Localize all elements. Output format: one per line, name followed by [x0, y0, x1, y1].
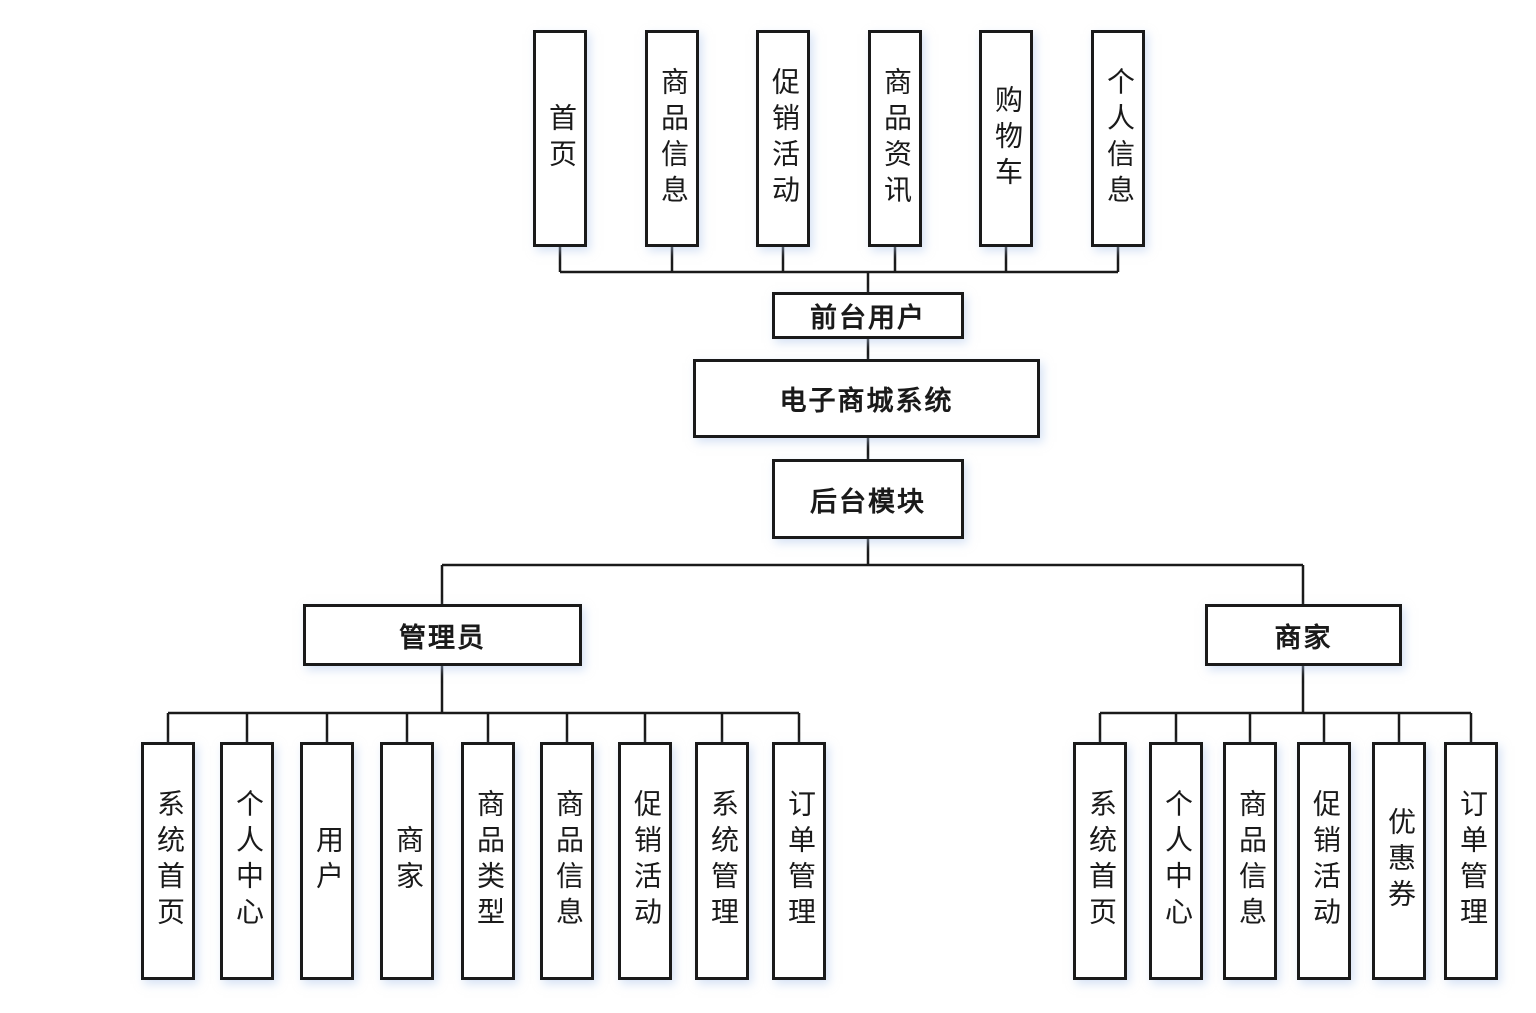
node-front-personal-info: 个人信息	[1091, 30, 1145, 247]
node-merchant-order-mgmt: 订单管理	[1444, 742, 1498, 980]
node-admin-system-home: 系统首页	[141, 742, 195, 980]
node-merchant-promotion: 促销活动	[1297, 742, 1351, 980]
node-admin-promotion: 促销活动	[618, 742, 672, 980]
node-merchant-personal-center: 个人中心	[1149, 742, 1203, 980]
node-admin-product-type: 商品类型	[461, 742, 515, 980]
node-merchant-coupon: 优惠券	[1372, 742, 1426, 980]
node-admin-users: 用户	[300, 742, 354, 980]
node-merchant-product-info: 商品信息	[1223, 742, 1277, 980]
node-admin-order-mgmt: 订单管理	[772, 742, 826, 980]
node-front-home: 首页	[533, 30, 587, 247]
node-front-promotion: 促销活动	[756, 30, 810, 247]
node-admin-product-info: 商品信息	[540, 742, 594, 980]
node-admin: 管理员	[303, 604, 582, 666]
node-merchant: 商家	[1205, 604, 1402, 666]
node-front-product-info: 商品信息	[645, 30, 699, 247]
node-front-user: 前台用户	[772, 292, 964, 339]
node-admin-merchants: 商家	[380, 742, 434, 980]
node-merchant-system-home: 系统首页	[1073, 742, 1127, 980]
node-system-root: 电子商城系统	[693, 359, 1040, 438]
node-front-product-news: 商品资讯	[868, 30, 922, 247]
node-admin-system-mgmt: 系统管理	[695, 742, 749, 980]
node-admin-personal-center: 个人中心	[220, 742, 274, 980]
node-backend-module: 后台模块	[772, 459, 964, 539]
node-front-cart: 购物车	[979, 30, 1033, 247]
